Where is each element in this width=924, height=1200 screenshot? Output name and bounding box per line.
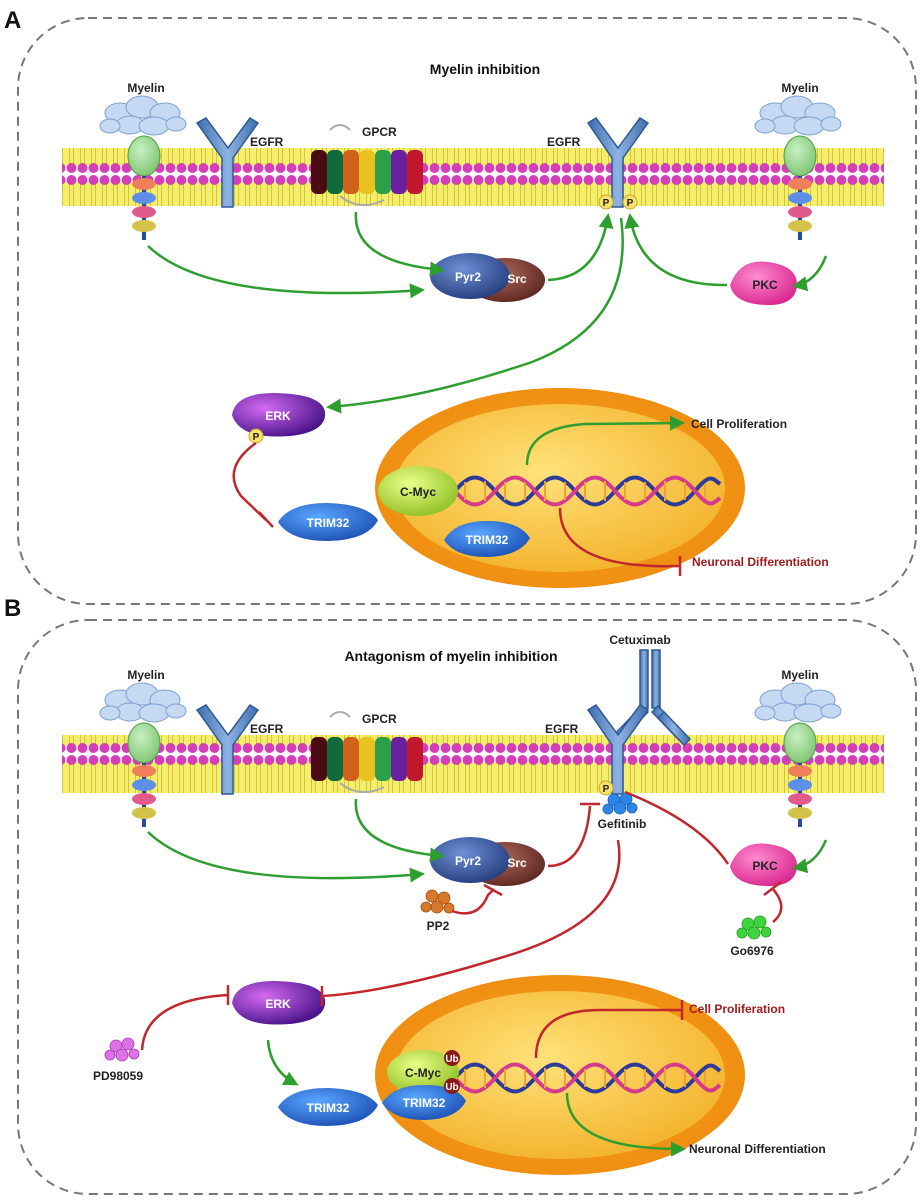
egfr-receptor-icon bbox=[195, 116, 260, 208]
inhibition-lines-b bbox=[140, 790, 783, 1059]
phospho-label: P bbox=[603, 784, 610, 795]
gpcr-helices-icon bbox=[311, 737, 423, 781]
nucleus-a: C-Myc TRIM32 bbox=[375, 388, 745, 588]
neuronal-differentiation-label-b: Neuronal Differentiation bbox=[689, 1142, 826, 1156]
cell-outline-a bbox=[17, 17, 917, 605]
trim32-cyto-b: TRIM32 bbox=[278, 1088, 378, 1126]
trim32-cyto-label-a: TRIM32 bbox=[307, 516, 350, 530]
myelin-label-right-b: Myelin bbox=[781, 668, 818, 682]
myelin-cloud-icon bbox=[754, 95, 842, 136]
src-label-b: Src bbox=[507, 856, 527, 870]
cell-outline-b bbox=[17, 619, 917, 1195]
myelin-cloud-icon bbox=[754, 682, 842, 723]
egfr-label-right-a: EGFR bbox=[547, 135, 581, 149]
myelin-cloud-icon bbox=[99, 682, 187, 723]
egfr-right-a: EGFR P P bbox=[547, 116, 650, 210]
dna-helix-icon bbox=[453, 1062, 722, 1094]
erk-a: ERK P bbox=[232, 393, 326, 444]
cetuximab-label-b: Cetuximab bbox=[609, 633, 670, 647]
panel-b: B Antagonism of myelin inhibition Myelin… bbox=[4, 595, 917, 1195]
pyr2-label-b: Pyr2 bbox=[455, 854, 481, 868]
egfr-label-left-a: EGFR bbox=[250, 135, 284, 149]
panel-title-b: Antagonism of myelin inhibition bbox=[344, 648, 557, 664]
cell-membrane-b bbox=[62, 735, 884, 793]
cell-proliferation-label-a: Cell Proliferation bbox=[691, 417, 787, 431]
pd98059-label-b: PD98059 bbox=[93, 1069, 143, 1083]
panel-title-a: Myelin inhibition bbox=[430, 61, 540, 77]
activation-arrows-b bbox=[147, 798, 828, 1157]
erk-label-a: ERK bbox=[265, 409, 291, 423]
myelin-label-left-a: Myelin bbox=[127, 81, 164, 95]
egfr-receptor-icon bbox=[586, 703, 650, 795]
phospho-badge bbox=[598, 194, 614, 210]
gpcr-a: GPCR bbox=[311, 124, 423, 207]
inhibition-lines-a bbox=[232, 441, 682, 576]
gpcr-label-a: GPCR bbox=[362, 125, 397, 139]
myelin-label-right-a: Myelin bbox=[781, 81, 818, 95]
egfr-left-a: EGFR bbox=[195, 116, 284, 208]
ubiquitin-badge bbox=[444, 1078, 460, 1094]
myelin-cloud-icon bbox=[99, 95, 187, 136]
pkc-label-b: PKC bbox=[752, 859, 778, 873]
egfr-label-right-b: EGFR bbox=[545, 722, 579, 736]
erk-b: ERK bbox=[232, 981, 326, 1025]
gpcr-label-b: GPCR bbox=[362, 712, 397, 726]
trim32-cyto-label-b: TRIM32 bbox=[307, 1101, 350, 1115]
cmyc-label-b: C-Myc bbox=[405, 1066, 441, 1080]
myelin-label-left-b: Myelin bbox=[127, 668, 164, 682]
phospho-badge bbox=[622, 194, 638, 210]
egfr-left-b: EGFR bbox=[195, 703, 284, 795]
egfr-receptor-icon bbox=[586, 116, 650, 208]
pp2-label-b: PP2 bbox=[427, 919, 450, 933]
erk-label-b: ERK bbox=[265, 997, 291, 1011]
egfr-label-left-b: EGFR bbox=[250, 722, 284, 736]
cell-proliferation-label-b: Cell Proliferation bbox=[689, 1002, 785, 1016]
pyr2-label-a: Pyr2 bbox=[455, 270, 481, 284]
panel-letter-a: A bbox=[4, 7, 21, 34]
pkc-b: PKC bbox=[730, 843, 798, 887]
phospho-badge bbox=[598, 780, 614, 796]
pyr2-src-complex-b: Pyr2 Src bbox=[430, 837, 545, 886]
myelin-receptor-right-b: Myelin bbox=[754, 668, 842, 827]
gpcr-helices-icon bbox=[311, 150, 423, 194]
cell-membrane-a bbox=[62, 148, 884, 206]
src-label-a: Src bbox=[507, 272, 527, 286]
panel-a: A Myelin inhibition Myelin EGFR bbox=[4, 7, 917, 605]
dna-helix-icon bbox=[453, 475, 722, 507]
egfr-right-b: Cetuximab EGFR P Gefitinib bbox=[545, 633, 692, 831]
pkc-a: PKC bbox=[730, 261, 798, 306]
gefitinib-label-b: Gefitinib bbox=[598, 817, 647, 831]
trim32-nuc-label-a: TRIM32 bbox=[466, 533, 509, 547]
egfr-receptor-icon bbox=[195, 703, 260, 795]
activation-arrows-a bbox=[147, 211, 828, 466]
phospho-label: P bbox=[627, 198, 634, 209]
trim32-cyto-a: TRIM32 bbox=[278, 503, 378, 541]
go6976-molecule-icon bbox=[736, 915, 772, 940]
trim32-nuc-label-b: TRIM32 bbox=[403, 1096, 446, 1110]
nucleus-b: C-Myc TRIM32 Ub Ub bbox=[375, 975, 745, 1175]
ubiquitin-badge bbox=[444, 1050, 460, 1066]
neuronal-differentiation-label-a: Neuronal Differentiation bbox=[692, 555, 829, 569]
phospho-label: P bbox=[253, 432, 260, 443]
phospho-label: P bbox=[603, 198, 610, 209]
cmyc-label-a: C-Myc bbox=[400, 485, 436, 499]
myelin-receptor-left-a: Myelin bbox=[99, 81, 187, 240]
pyr2-src-complex-a: Pyr2 Src bbox=[430, 253, 545, 302]
myelin-receptor-left-b: Myelin bbox=[99, 668, 187, 827]
pd98059-molecule-icon bbox=[104, 1037, 140, 1062]
pp2-molecule-icon bbox=[420, 889, 455, 914]
panel-letter-b: B bbox=[4, 595, 21, 622]
go6976-label-b: Go6976 bbox=[730, 944, 774, 958]
ubiquitin-label: Ub bbox=[445, 1082, 458, 1093]
pkc-label-a: PKC bbox=[752, 278, 778, 292]
myelin-receptor-right-a: Myelin bbox=[754, 81, 842, 240]
gefitinib-molecule-icon bbox=[602, 792, 638, 815]
gpcr-b: GPCR bbox=[311, 711, 423, 794]
ubiquitin-label: Ub bbox=[445, 1054, 458, 1065]
